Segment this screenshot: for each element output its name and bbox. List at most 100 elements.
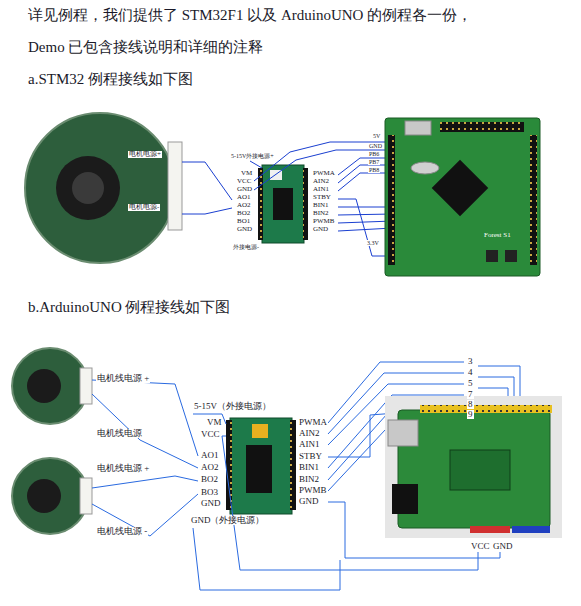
pin-label: GND [236, 186, 253, 193]
signal-label: GND [368, 143, 383, 149]
mcu-chip [432, 160, 489, 217]
pin-label: AO2 [200, 463, 220, 472]
capacitor [252, 424, 268, 438]
section-heading: a.STM32 例程接线如下图 [28, 72, 193, 88]
motor-connector [80, 478, 92, 514]
wire [92, 394, 198, 468]
motor-wires-b [92, 380, 198, 536]
wire [182, 208, 232, 214]
pin-header [420, 405, 552, 413]
pin-header [440, 122, 524, 132]
motor-board [12, 348, 88, 424]
wire-label: 电机线电源 - [96, 527, 148, 536]
wire [250, 161, 262, 168]
usb-port [405, 121, 431, 135]
wire [92, 476, 198, 488]
pin-label: BIN2 [298, 475, 320, 484]
wire [92, 380, 198, 456]
pin-label: GND [200, 499, 222, 508]
wire [193, 528, 340, 590]
pin-label: GND [312, 226, 329, 233]
motor-b2 [12, 458, 92, 534]
pin-header [303, 168, 308, 240]
driver-chip [246, 445, 272, 493]
analog-header [512, 526, 550, 533]
usb-port [388, 420, 418, 446]
pin-header [290, 420, 296, 510]
wire-label: 电机电源- [128, 204, 160, 211]
power-header [470, 526, 510, 533]
pin-label: AIN1 [312, 186, 330, 193]
wire [182, 162, 232, 200]
pin-header [530, 135, 537, 265]
module-board [230, 418, 292, 514]
motor-wires-a [182, 162, 232, 214]
photo-ground [385, 396, 562, 538]
pin-header [388, 135, 395, 265]
motor-body [27, 479, 61, 513]
pin-header [226, 420, 232, 510]
board-label: Forest S1 [484, 232, 511, 239]
pin-label: STBY [312, 194, 332, 201]
shield-area [450, 450, 510, 490]
pin-header [258, 168, 263, 240]
motor-shaft [72, 172, 104, 204]
pin-label: BO2 [236, 210, 251, 217]
pin-label: VCC [236, 178, 252, 185]
tb6612-module-a [258, 165, 308, 243]
pin-label: GND [236, 226, 253, 233]
body-text: 详见例程，我们提供了 STM32F1 以及 ArduinoUNO 的例程各一份， [28, 8, 472, 24]
pin-label: AO1 [236, 194, 252, 201]
pin-label: VCC [200, 430, 221, 439]
pin-label: BIN2 [312, 210, 330, 217]
signal-label: PB6 [368, 151, 380, 157]
pin-number: 5 [467, 379, 474, 388]
motor-b1 [12, 348, 92, 424]
power-label: 5-15V（外接电源） [193, 402, 272, 411]
wire [254, 150, 393, 190]
signal-label: 3.3V [366, 240, 380, 246]
pin-label: AO1 [200, 451, 220, 460]
pin-label: VM [206, 418, 223, 427]
motor-board [25, 113, 175, 263]
module-board [262, 165, 304, 243]
pin-label: GND [298, 497, 320, 506]
pin-label: VCC [470, 542, 491, 551]
crystal [411, 162, 439, 174]
pin-label: VM [240, 170, 253, 177]
pin-label: BIN1 [298, 463, 320, 472]
motor-board [12, 458, 88, 534]
pin-label: PWMB [312, 218, 335, 225]
board [385, 118, 540, 276]
motor-a [25, 113, 182, 263]
pin-label: AIN2 [312, 178, 330, 185]
motor-body [56, 156, 120, 220]
tb6612-module-b [226, 418, 296, 514]
signal-wires-b [193, 362, 520, 590]
power-label: GND（外接电源） [190, 516, 266, 525]
pin-label: PWMB [298, 486, 328, 495]
pin-label: AO2 [236, 202, 252, 209]
pin-label: BO2 [200, 475, 219, 484]
shield-board [398, 410, 550, 528]
section-heading: b.ArduinoUNO 例程接线如下图 [28, 300, 231, 316]
stm32-board [385, 118, 540, 276]
motor-connector [80, 368, 92, 404]
motor-board-rim [25, 113, 175, 263]
pin-label: BO1 [236, 218, 251, 225]
pin-number: 9 [467, 410, 474, 419]
wire-label: 电机线电源 + [96, 464, 150, 473]
motor-connector [168, 142, 182, 230]
button [505, 250, 517, 262]
pin-label: AIN1 [298, 440, 321, 449]
power-label: 5-15V外接电源+ [230, 153, 275, 159]
pin-label: BO3 [200, 488, 219, 497]
wire-label: 电机电源+ [128, 151, 162, 158]
pin-number: 3 [467, 357, 474, 366]
wire-label: 电机线电源 + [96, 374, 150, 383]
power-jack [392, 484, 418, 514]
wire [92, 494, 198, 536]
pin-label: BIN1 [312, 202, 330, 209]
button [486, 250, 498, 262]
